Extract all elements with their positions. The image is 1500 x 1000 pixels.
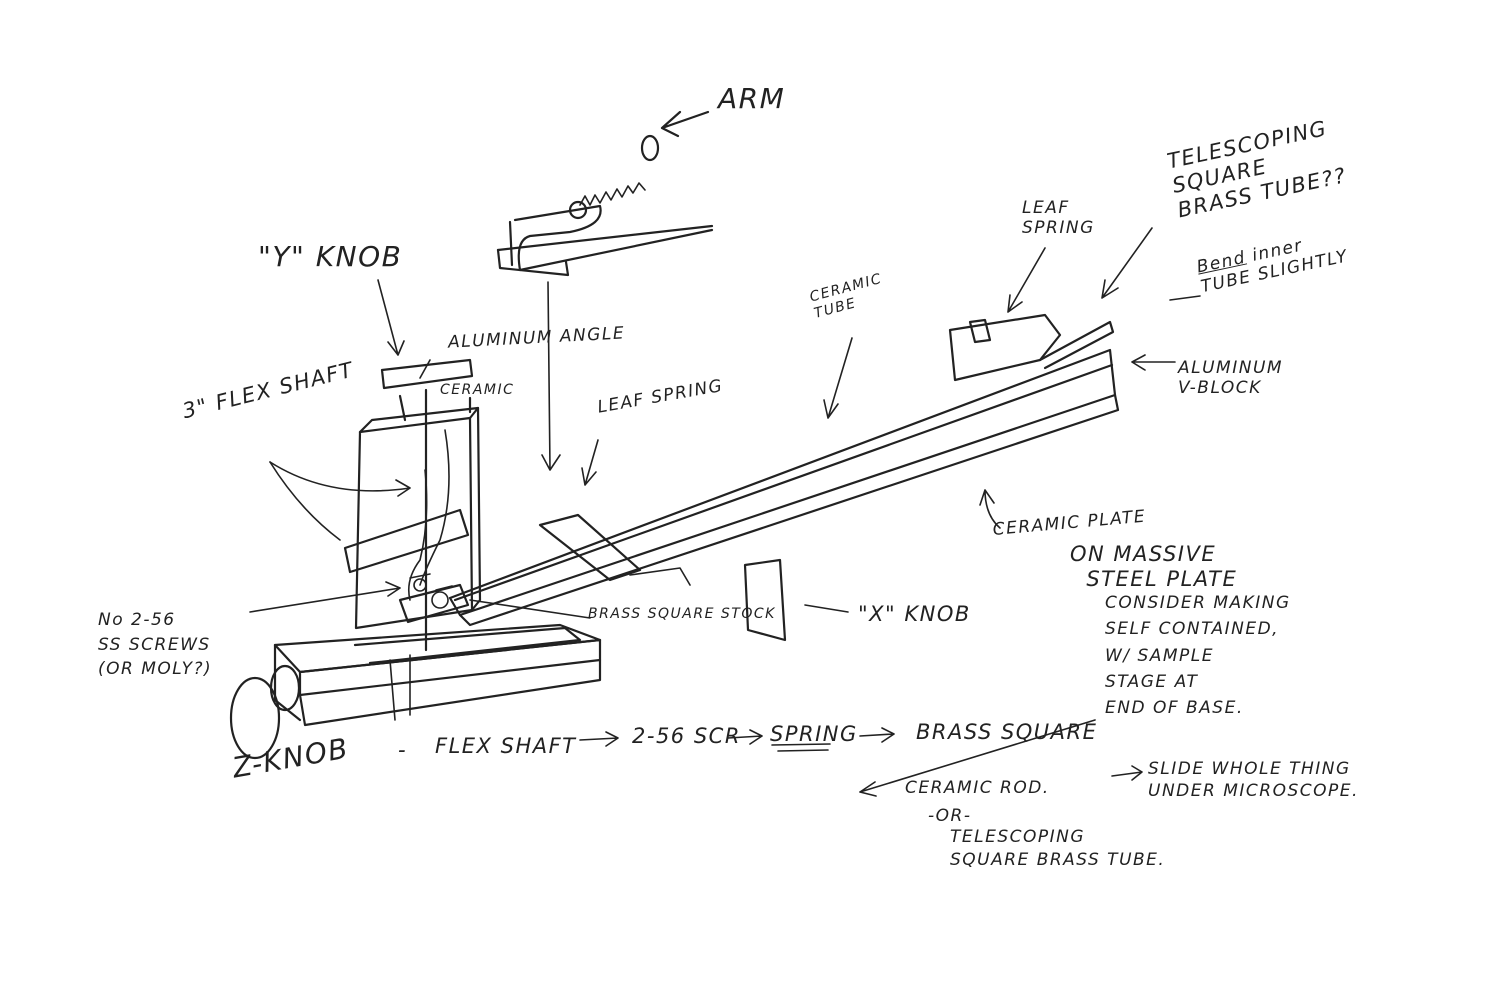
arm-label: ARM [718, 82, 786, 115]
y-knob-leader [377, 279, 405, 356]
spring-double-underline [771, 743, 831, 752]
slide-note: SLIDE WHOLE THING UNDER MICROSCOPE. [1148, 759, 1359, 802]
leaf-spring-leader [581, 439, 599, 486]
arm-assembly [496, 134, 714, 277]
screws-label: No 2-56 SS SCREWS (OR MOLY?) [98, 610, 213, 680]
arm-pointer-arrow [660, 110, 710, 138]
ceramic-rod-label: CERAMIC ROD. [905, 778, 1050, 798]
self-contained-note: CONSIDER MAKING SELF CONTAINED, W/ SAMPL… [1105, 593, 1291, 719]
leaf-spring-right-leader [1007, 247, 1046, 313]
slide-arrow [1111, 765, 1143, 781]
base-platform [229, 623, 602, 760]
telescoping-leader [1101, 227, 1153, 299]
flex-shaft-leader [269, 461, 411, 497]
chain-dash: - [398, 738, 408, 762]
ceramic-tube-leader [823, 337, 853, 419]
arm-leader-down [541, 281, 561, 471]
ceramic-plate-beam [448, 313, 1120, 627]
steel-plate-note: ON MASSIVE STEEL PLATE [1070, 542, 1238, 592]
telescoping-square-label: TELESCOPING SQUARE BRASS TUBE. [950, 827, 1166, 870]
x-knob-leader [804, 604, 849, 613]
chain-spring: SPRING [770, 722, 858, 746]
chain-screw: 2-56 SCR [632, 724, 741, 748]
chain-arrow-3 [859, 727, 895, 743]
chain-flex-shaft: FLEX SHAFT [435, 734, 577, 758]
carriage-mechanism [398, 573, 470, 624]
chain-arrow-1 [579, 731, 619, 747]
brass-square-stock-label: BRASS SQUARE STOCK [588, 606, 776, 622]
y-knob-label: "Y" KNOB [258, 240, 403, 273]
flex-shaft-bend [269, 461, 341, 541]
leaf-spring-right-label: LEAF SPRING [1022, 198, 1095, 239]
bend-arrow [1169, 295, 1201, 301]
ceramic-plate-leader [979, 489, 1001, 529]
x-knob-stack [629, 558, 787, 642]
aluminum-angle-leader [419, 359, 431, 379]
chain-arrow-2 [727, 729, 763, 745]
ceramic-rod-arrow [859, 719, 1096, 797]
or-label: -OR- [928, 806, 972, 826]
chain-brass-square: BRASS SQUARE [916, 720, 1098, 744]
aluminum-vblock-label: ALUMINUM V-BLOCK [1178, 358, 1284, 399]
ceramic-small-label: CERAMIC [440, 382, 515, 398]
vblock-leader [1131, 354, 1176, 371]
brass-stock-leader [469, 599, 591, 619]
screws-leader [249, 581, 401, 613]
x-knob-label: "X" KNOB [858, 602, 971, 626]
